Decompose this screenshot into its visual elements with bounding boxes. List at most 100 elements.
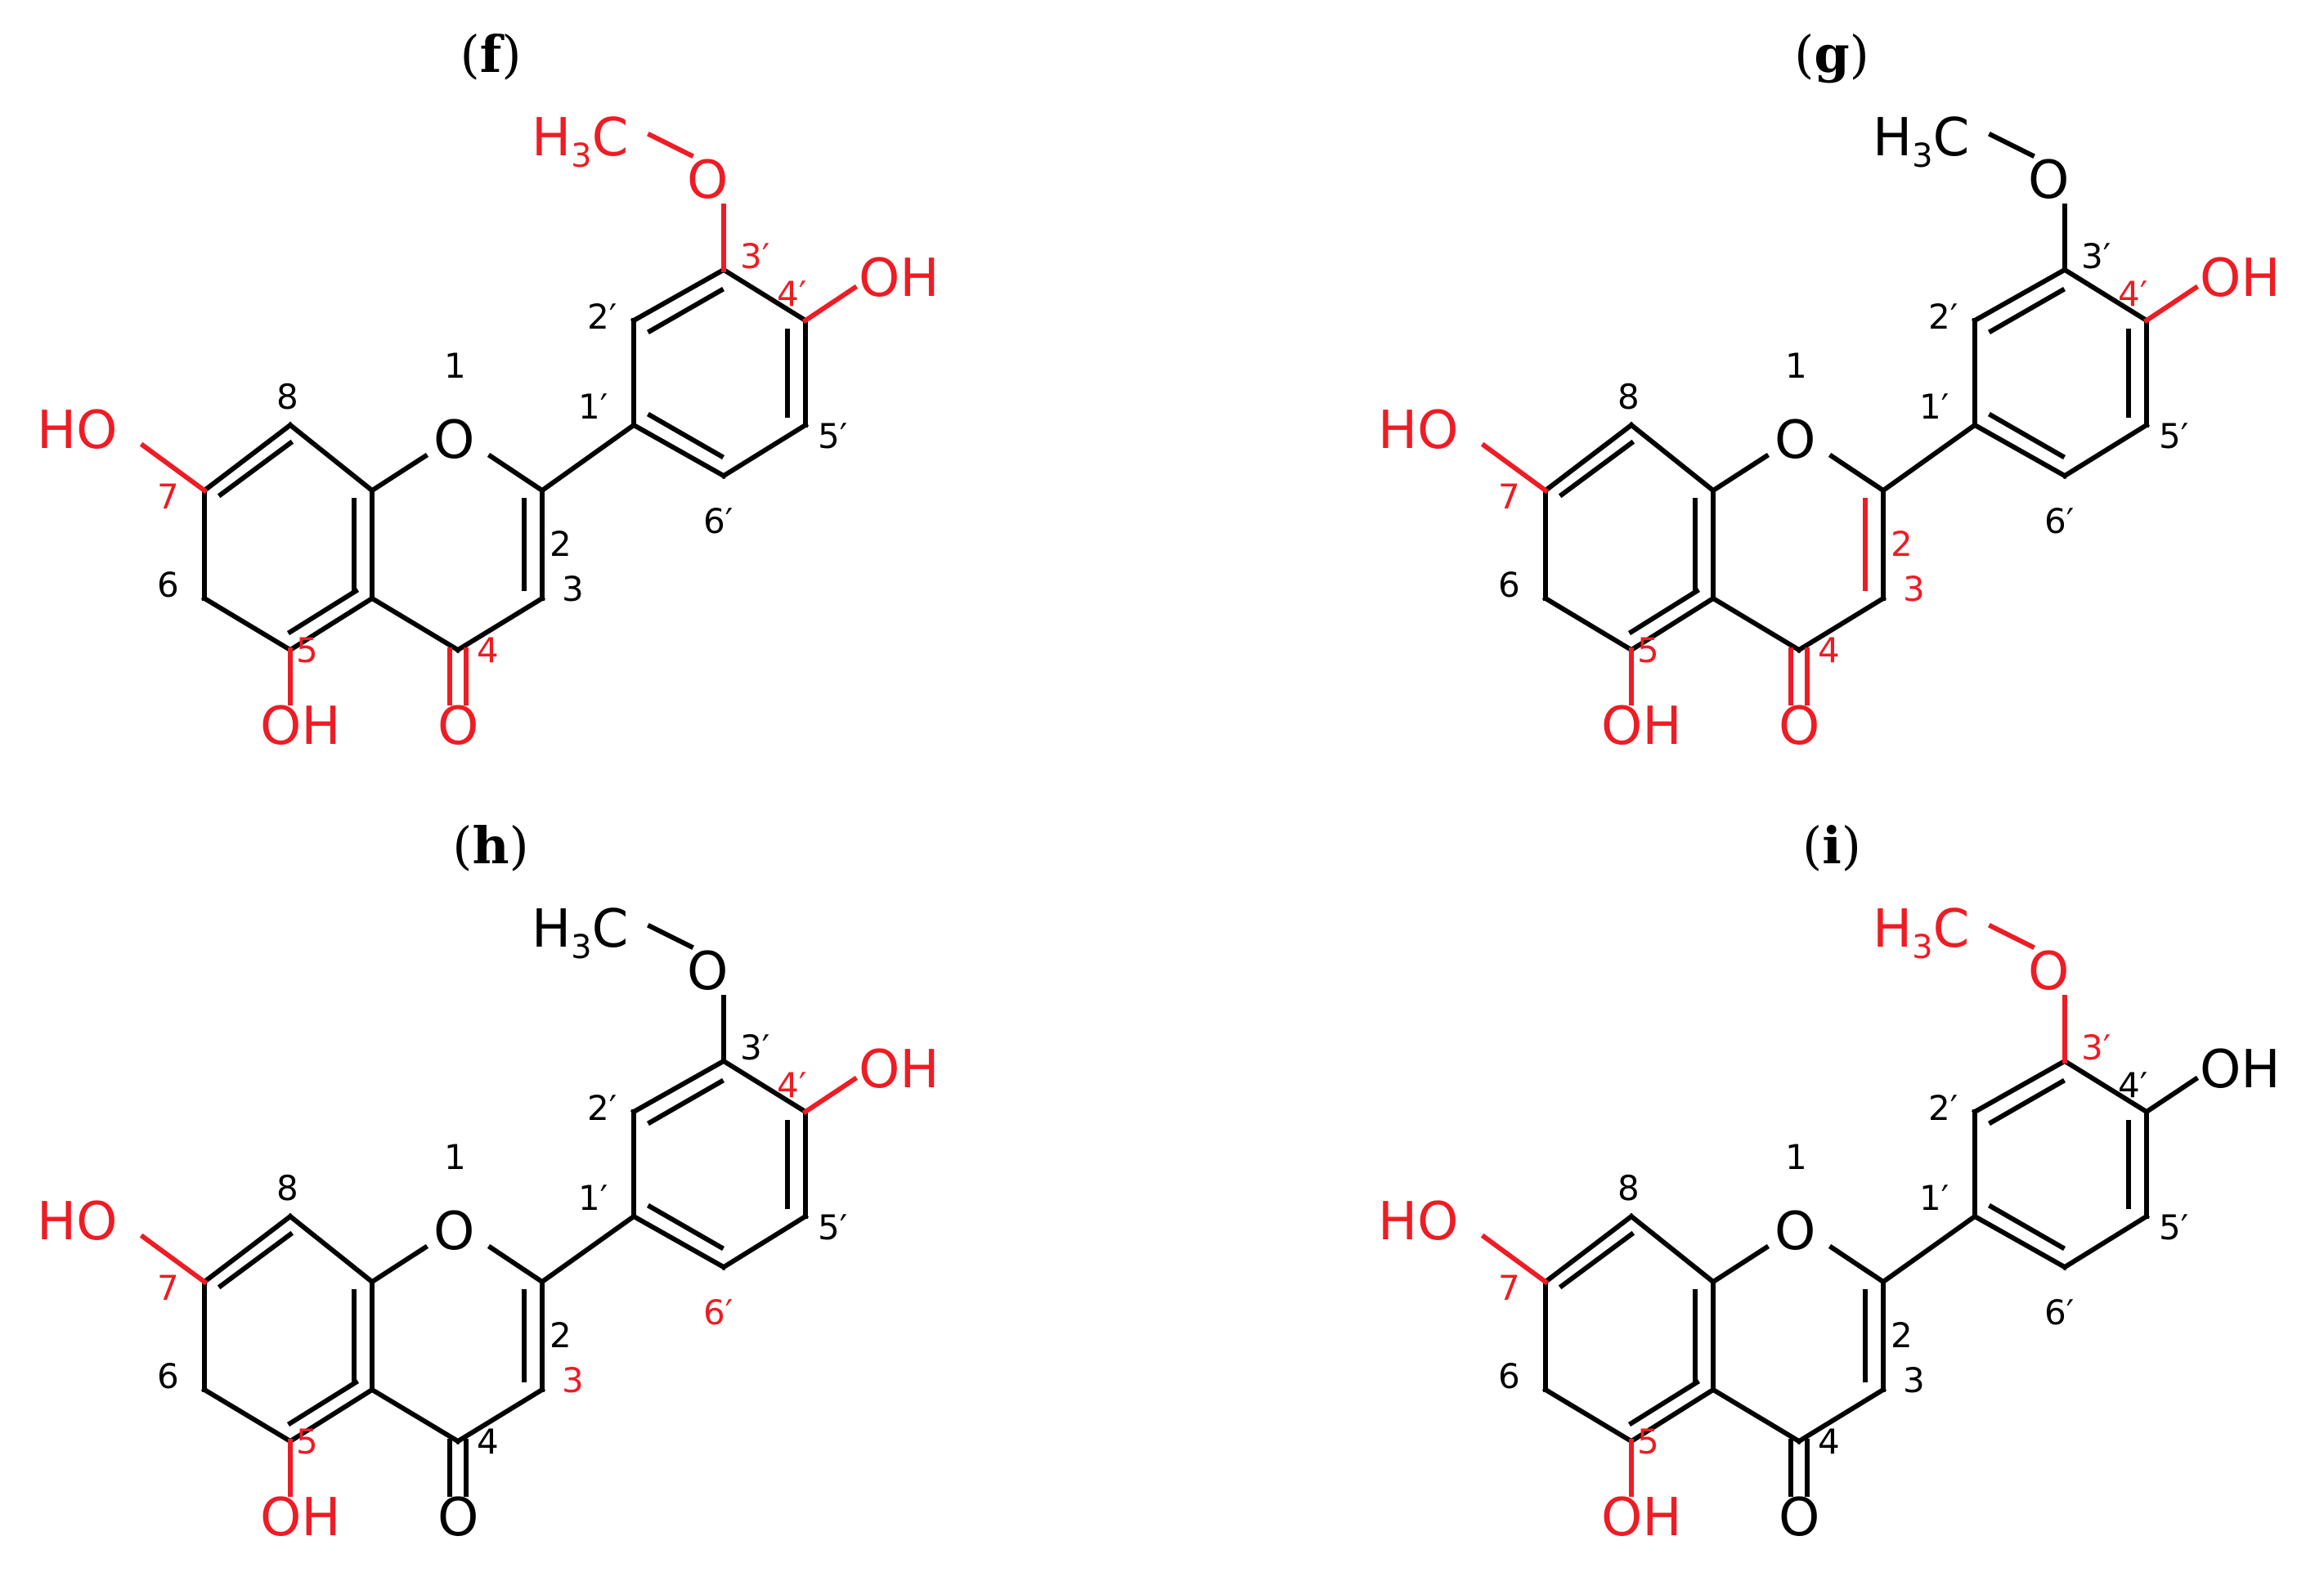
bond-c6p-c1p-inner [646,1203,725,1252]
panel-g: (g) [1378,25,2281,757]
ho-7-label: HO [1378,1192,1459,1252]
panel-label: (h) [452,816,528,876]
bond-c3-c4 [1795,594,1887,654]
bond-o1-c2 [1828,452,1887,495]
bond-c5-c4a-inner [286,587,360,636]
bond-c8-c7 [200,1212,294,1286]
position-7: 7 [157,477,179,517]
bond-o1-c2 [1828,1243,1887,1286]
bond-c5-c4a [286,1386,376,1445]
bond-c6p-c1p [630,421,728,480]
bond-c7-oh [139,1233,209,1286]
bond-c5p-c6p [2061,1212,2151,1271]
bond-c5-c4a-inner [1627,1378,1701,1427]
oh-5-label: OH [1601,696,1682,757]
carbonyl-oxygen-label: O [1779,1488,1819,1548]
bond-o-ch3 [1987,922,2036,951]
position-3prime: 3′ [2081,1028,2111,1068]
bond-c7-c8-inner [1558,439,1635,499]
bond-c4p-oh [801,1075,859,1116]
position-1: 1 [444,346,466,386]
position-5prime: 5′ [2159,416,2188,456]
bond-c2-c1p [1879,421,1979,495]
bond-c7-c8-inner [217,1230,294,1290]
oh-5-label: OH [1601,1488,1682,1548]
position-6: 6 [1498,1356,1520,1396]
position-1: 1 [1785,1137,1807,1177]
bond-c2p-c3p-inner [646,286,725,335]
position-3prime: 3′ [2081,236,2111,276]
position-4prime: 4′ [777,274,806,314]
bond-c8-c7 [1541,421,1635,495]
methoxy-oxygen-label: O [2028,942,2069,1002]
bond-c6p-c1p-inner [646,411,725,460]
ring-oxygen-label: O [1774,1202,1815,1262]
position-2: 2 [550,524,572,564]
oh-4prime-label: OH [2200,249,2281,309]
position-3: 3 [1903,569,1925,609]
position-3: 3 [562,1360,584,1400]
bond-c6-c5 [200,594,294,654]
position-6prime: 6′ [2044,1292,2074,1332]
bond-c8a-o1 [1709,452,1770,495]
bond-c6-c5 [1541,594,1635,654]
position-3prime: 3′ [740,236,769,276]
panel-letter: f [480,25,505,84]
oh-4prime-label: OH [859,249,940,309]
bond-c8-c7 [200,421,294,495]
panel-label: (i) [1802,816,1861,876]
bond-c7-oh [1480,1233,1550,1286]
position-6: 6 [1498,565,1520,605]
bond-c2p-c3p-inner [646,1077,725,1126]
bond-c5p-c6p [720,421,810,480]
position-4prime: 4′ [2118,274,2147,314]
panel-label: (f) [460,25,521,84]
position-5: 5 [1637,630,1659,670]
panel-label: (g) [1794,25,1869,84]
position-2prime: 2′ [587,297,617,337]
oh-5-label: OH [260,696,341,757]
position-3: 3 [1903,1360,1925,1400]
methyl-group-label: H3C [532,899,628,966]
ring-oxygen-label: O [433,1202,474,1262]
bond-c3p-c4p [2061,1057,2151,1116]
position-5: 5 [296,630,318,670]
panel-h: (h) [37,816,940,1548]
bond-c4p-oh [2142,284,2200,325]
bond-c5-c4a [1627,594,1717,654]
position-1prime: 1′ [578,1178,608,1218]
methyl-group-label: H3C [1873,899,1969,966]
methoxy-oxygen-label: O [687,942,728,1002]
methoxy-oxygen-label: O [2028,150,2069,211]
bond-c2p-c3p [1971,266,2069,325]
carbonyl-oxygen-label: O [437,1488,478,1548]
bond-c3-c4 [1795,1386,1887,1445]
position-4prime: 4′ [2118,1065,2147,1105]
bond-c8a-c8 [286,421,376,495]
panel-letter: g [1814,25,1849,84]
bond-c2p-c3p-inner [1987,1077,2066,1126]
ho-7-label: HO [37,401,118,461]
methyl-group-label: H3C [532,108,628,175]
oh-4prime-label: OH [859,1040,940,1100]
position-1prime: 1′ [1919,387,1949,427]
bond-c6p-c1p [1971,1212,2069,1271]
position-7: 7 [157,1268,179,1308]
bond-c3-c4 [454,594,546,654]
position-2prime: 2′ [1928,297,1958,337]
ho-7-label: HO [1378,401,1459,461]
bond-c2-c1p [538,421,638,495]
position-1prime: 1′ [1919,1178,1949,1218]
position-8: 8 [1617,1168,1640,1208]
bond-c7-c8-inner [217,439,294,499]
position-4prime: 4′ [777,1065,806,1105]
position-2: 2 [1891,1315,1913,1355]
bond-o1-c2 [487,452,546,495]
bond-o-ch3 [1987,131,2036,159]
bond-c7-oh [139,441,209,495]
position-6prime: 6′ [2044,501,2074,541]
bond-c8a-o1 [368,452,429,495]
bond-c6-c5 [200,1386,294,1445]
position-4: 4 [1818,1422,1840,1462]
